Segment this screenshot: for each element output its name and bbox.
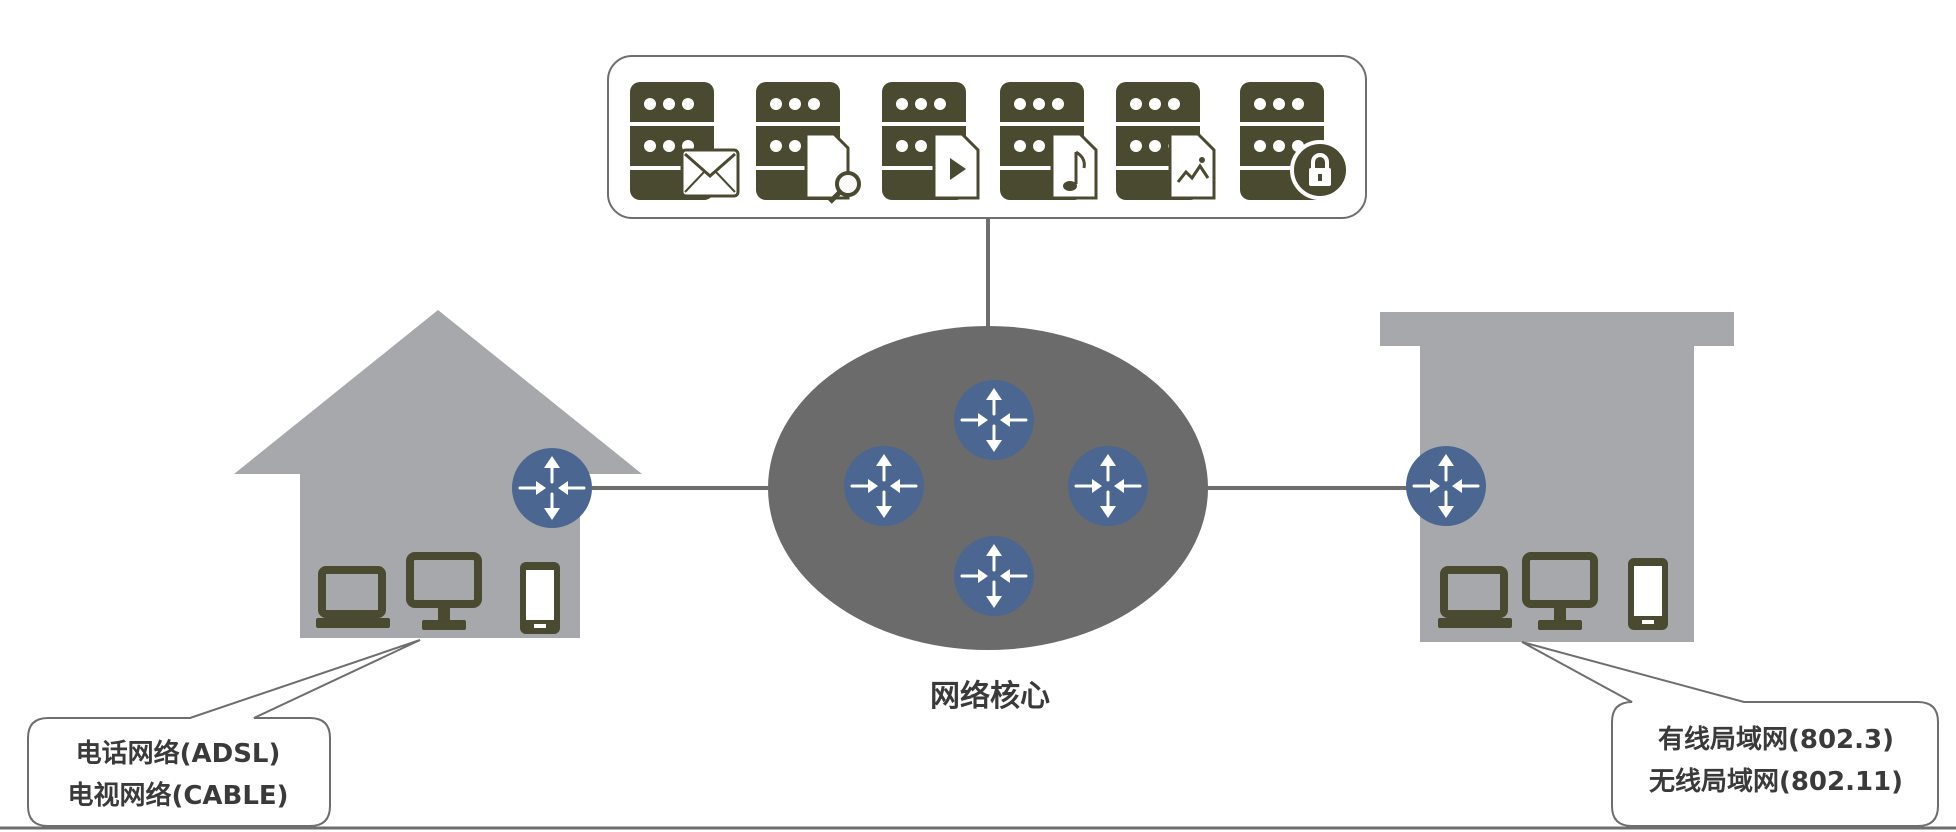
core-router-bottom-icon	[952, 534, 1036, 618]
home-router-icon	[510, 446, 594, 530]
enterprise-phone-icon	[1628, 558, 1668, 630]
home-phone-icon	[520, 562, 560, 634]
network-core: 网络核心	[768, 326, 1208, 714]
music-server-icon	[1000, 82, 1098, 200]
home-callout: 电话网络(ADSL) 电视网络(CABLE)	[27, 639, 421, 827]
home-callout-line1: 电话网络(ADSL)	[76, 738, 281, 769]
core-label: 网络核心	[930, 679, 1050, 714]
mail-server-icon	[630, 82, 740, 200]
enterprise-network	[1380, 312, 1734, 642]
document-search-server-icon	[756, 82, 861, 204]
core-router-top-icon	[952, 378, 1036, 462]
server-group	[607, 55, 1367, 219]
enterprise-callout: 有线局域网(802.3) 无线局域网(802.11)	[1521, 641, 1939, 827]
home-callout-bubble	[27, 639, 421, 827]
core-router-left-icon	[842, 444, 926, 528]
enterprise-callout-bubble	[1521, 641, 1939, 827]
core-router-right-icon	[1066, 444, 1150, 528]
enterprise-callout-line2: 无线局域网(802.11)	[1649, 767, 1903, 797]
video-server-icon	[882, 82, 980, 200]
home-callout-line2: 电视网络(CABLE)	[67, 780, 288, 811]
enterprise-router-icon	[1404, 444, 1488, 528]
image-server-icon	[1116, 82, 1216, 200]
home-network	[234, 310, 642, 638]
enterprise-roof	[1380, 312, 1734, 346]
home-building	[234, 310, 642, 638]
enterprise-callout-line1: 有线局域网(802.3)	[1658, 725, 1894, 755]
core-cloud	[768, 326, 1208, 650]
secure-server-icon	[1240, 82, 1350, 200]
